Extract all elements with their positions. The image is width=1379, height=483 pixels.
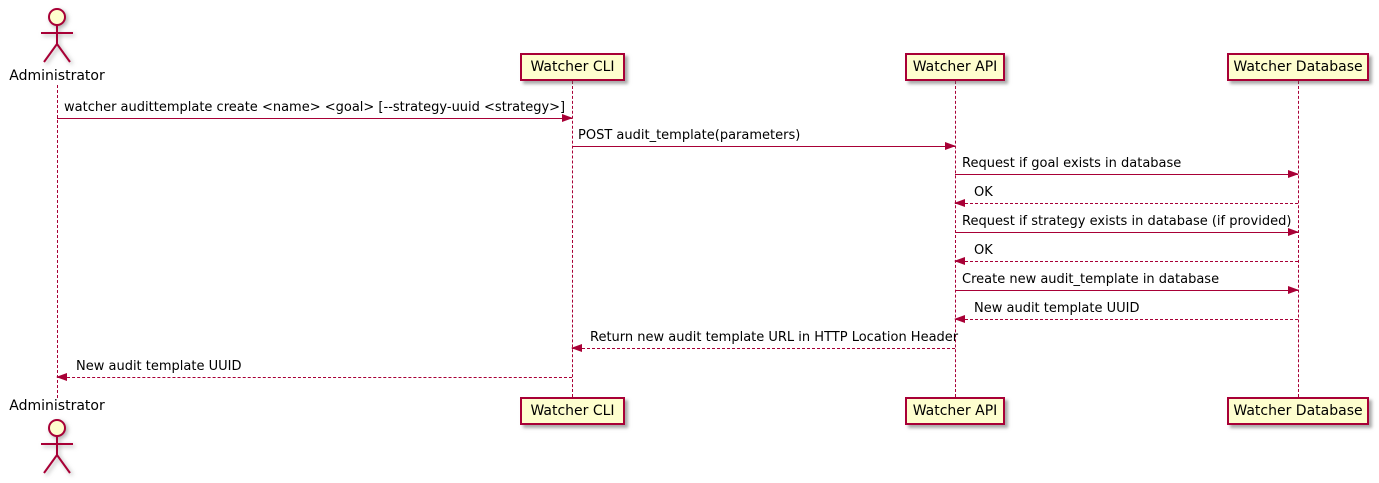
message-label: POST audit_template(parameters) [578, 128, 801, 143]
actor-label-administrator-top: Administrator [9, 68, 105, 84]
message-line [571, 344, 955, 352]
message-label: Request if strategy exists in database (… [962, 214, 1292, 229]
message-label: New audit template UUID [76, 359, 242, 374]
arrowhead-icon [954, 257, 965, 265]
message-line [955, 286, 1299, 294]
participant-watcher-database-bottom: Watcher Database [1227, 397, 1369, 425]
message-line [56, 373, 572, 381]
lifeline-administrator [57, 85, 58, 398]
lifeline-watcher-api [955, 81, 956, 397]
actor-icon [41, 419, 73, 474]
message-line [955, 170, 1299, 178]
message-line [955, 228, 1299, 236]
message-line [572, 142, 956, 150]
lifeline-watcher-cli [572, 81, 573, 397]
message-label: New audit template UUID [974, 301, 1140, 316]
arrowhead-icon [1288, 286, 1299, 294]
message-line [954, 315, 1298, 323]
arrowhead-icon [1288, 228, 1299, 236]
arrowhead-icon [945, 142, 956, 150]
message-label: watcher audittemplate create <name> <goa… [64, 100, 566, 115]
message-label: Request if goal exists in database [962, 156, 1182, 171]
lifeline-watcher-database [1298, 81, 1299, 397]
arrowhead-icon [56, 373, 67, 381]
message-label: Return new audit template URL in HTTP Lo… [590, 330, 959, 345]
participant-watcher-cli-bottom: Watcher CLI [520, 397, 625, 425]
actor-label-administrator-bottom: Administrator [9, 398, 105, 414]
participant-watcher-database-top: Watcher Database [1227, 53, 1369, 81]
message-label: OK [974, 185, 993, 200]
message-line [57, 114, 573, 122]
participant-watcher-cli-top: Watcher CLI [520, 53, 625, 81]
participant-watcher-api-top: Watcher API [905, 53, 1005, 81]
message-line [954, 257, 1298, 265]
arrowhead-icon [1288, 170, 1299, 178]
arrowhead-icon [571, 344, 582, 352]
message-label: OK [974, 243, 993, 258]
arrowhead-icon [562, 114, 573, 122]
message-line [954, 199, 1298, 207]
participant-watcher-api-bottom: Watcher API [905, 397, 1005, 425]
actor-icon [41, 8, 73, 63]
arrowhead-icon [954, 315, 965, 323]
message-label: Create new audit_template in database [962, 272, 1220, 287]
arrowhead-icon [954, 199, 965, 207]
